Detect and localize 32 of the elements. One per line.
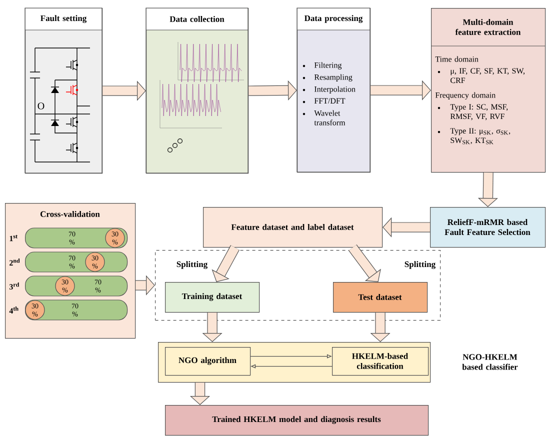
ordinal-label: 1$^{st}$ <box>10 234 18 242</box>
bullet-item: Interpolation <box>302 86 356 94</box>
panel-heading: Data collection <box>170 16 224 22</box>
section-heading: Time domain <box>435 56 478 62</box>
bullet-item: Filtering <box>302 62 342 70</box>
box-label: Test dataset <box>358 294 402 300</box>
box-label: Trained HKELM model and diagnosis results <box>212 416 381 424</box>
panel-heading: Cross-validation <box>40 211 100 217</box>
bullet-item: Resampling <box>302 74 352 82</box>
point-label: O <box>38 102 44 110</box>
panel-heading: Data processing <box>304 15 363 23</box>
box-label: HKELM-based classification <box>352 353 408 369</box>
box-label: Training dataset <box>182 293 242 301</box>
ordinal-label: 3$^{rd}$ <box>10 282 20 290</box>
block-arrow <box>348 244 381 282</box>
edge-label: Splitting <box>404 261 436 269</box>
box-label: Feature dataset and label dataset <box>231 224 354 230</box>
bullet-item: μ, IF, CF, SF, KT, SW, CRF <box>438 68 525 84</box>
dashed-region <box>155 250 441 321</box>
box-label: NGO algorithm <box>178 357 236 365</box>
ordinal-label: 4$^{th}$ <box>9 306 18 314</box>
bullet-item: Wavelet transform <box>302 110 346 126</box>
bullet-item: Type II: μ$_{SK}$, σ$_{SK}$, SW$_{SK}$, KT$_{SK}$ <box>438 128 510 144</box>
edge-label: Splitting <box>176 261 208 269</box>
box-label: ReliefF-mRMR based Fault Feature Selection <box>444 218 530 236</box>
panel-heading: Multi-domain feature extraction <box>455 19 521 35</box>
bullet-item: Type I: SC, MSF, RMSF, VF, RVF <box>438 104 508 120</box>
section-heading: Frequency domain <box>435 92 496 100</box>
classifier-label: NGO-HKELM based classifier <box>462 354 518 370</box>
ordinal-label: 2$^{nd}$ <box>10 258 20 266</box>
bullet-item: FFT/DFT <box>302 98 346 104</box>
panel-heading: Fault setting <box>40 15 87 23</box>
